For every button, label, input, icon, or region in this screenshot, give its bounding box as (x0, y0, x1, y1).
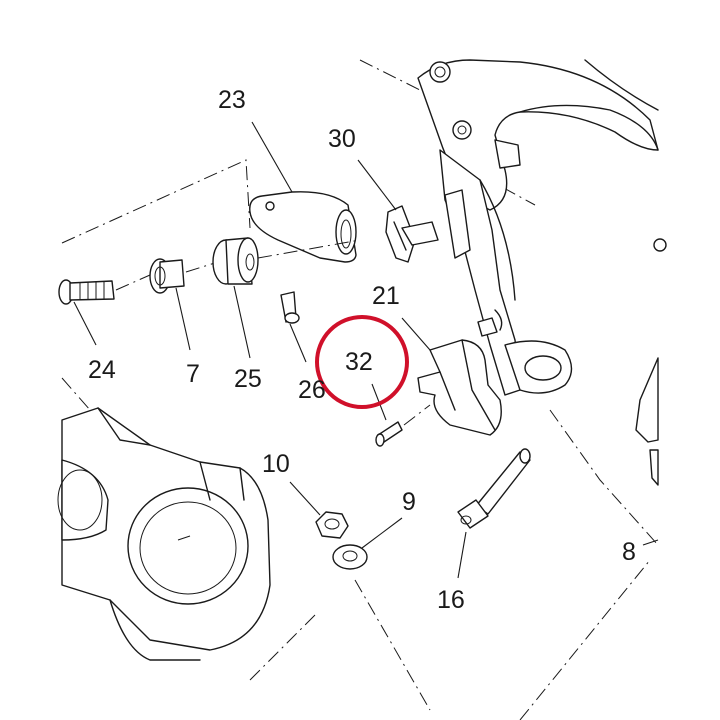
label-7: 7 (186, 360, 200, 388)
label-21: 21 (372, 282, 400, 310)
label-23: 23 (218, 86, 246, 114)
part-25-grommet (212, 237, 361, 285)
label-25: 25 (234, 365, 262, 393)
label-10: 10 (262, 450, 290, 478)
part-30-clip (385, 205, 439, 263)
right-fragment (635, 238, 667, 486)
part-21-bracket (417, 317, 502, 436)
part-7-bushing (149, 258, 219, 294)
label-16: 16 (437, 586, 465, 614)
label-32: 32 (345, 348, 373, 376)
part-10-nut (315, 511, 349, 539)
triple-clamp (57, 407, 271, 661)
part-16-bolt (457, 448, 531, 529)
part-23-arm (249, 191, 357, 263)
centerlines (61, 59, 659, 720)
label-8: 8 (622, 538, 636, 566)
part-26-screw (280, 291, 300, 324)
label-9: 9 (402, 488, 416, 516)
part-9-washer (332, 544, 368, 570)
part-32-screw (375, 404, 431, 447)
label-24: 24 (88, 356, 116, 384)
label-30: 30 (328, 125, 356, 153)
highlight-ring (315, 315, 409, 409)
main-bracket (417, 59, 659, 396)
part-24-bolt (58, 274, 151, 305)
label-26: 26 (298, 376, 326, 404)
